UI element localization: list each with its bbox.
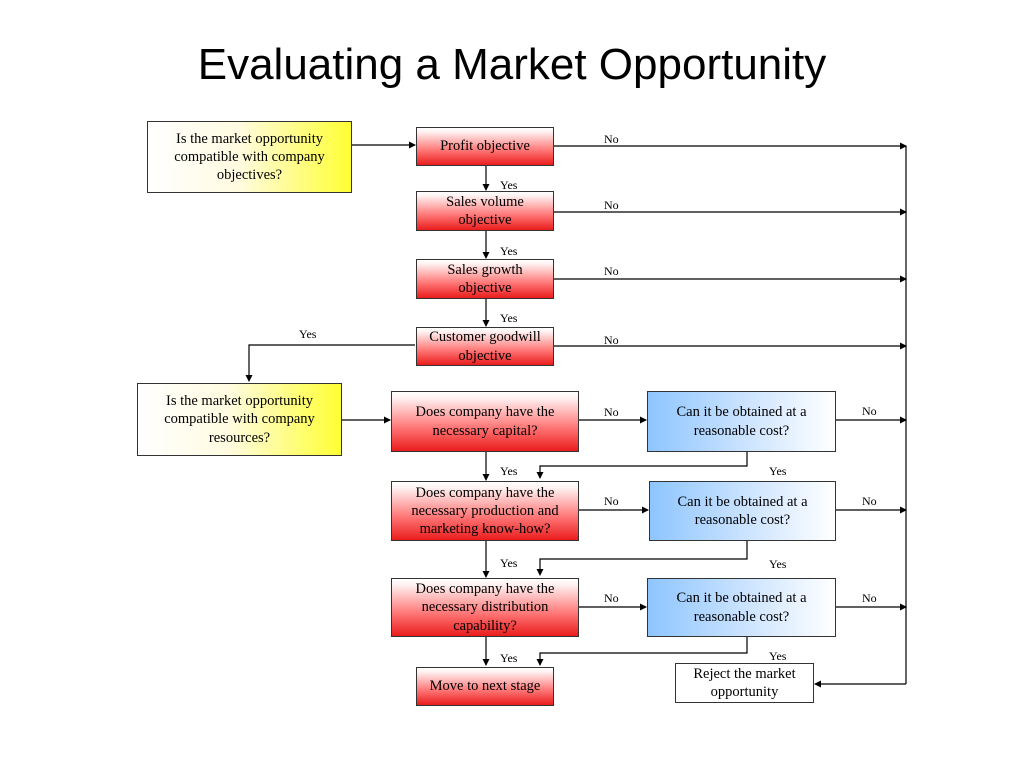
label-no-volume: No (604, 198, 619, 212)
customer-goodwill-objective-box: Customer goodwill objective (416, 327, 554, 366)
resources-question-text: Is the market opportunity compatible wit… (164, 393, 315, 446)
label-no-profit: No (604, 132, 619, 146)
reject-opportunity-text: Reject the market opportunity (693, 665, 796, 700)
profit-objective-box: Profit objective (416, 127, 554, 166)
label-yes-cost2: Yes (769, 557, 787, 571)
label-no-cost2: No (862, 494, 877, 508)
move-to-next-stage-box: Move to next stage (416, 667, 554, 706)
sales-volume-objective-box: Sales volume objective (416, 191, 554, 231)
page-title: Evaluating a Market Opportunity (197, 40, 827, 89)
label-no-cost1: No (862, 404, 877, 418)
label-yes-goodwill: Yes (299, 327, 317, 341)
sales-growth-objective-text: Sales growth objective (447, 261, 523, 296)
label-no-knowhow: No (604, 494, 619, 508)
cost-question-box-1: Can it be obtained at a reasonable cost? (647, 391, 836, 452)
sales-volume-objective-text: Sales volume objective (446, 193, 524, 228)
arrow-cost1-yes (536, 452, 748, 479)
label-no-capital: No (604, 405, 619, 419)
distribution-question-box: Does company have the necessary distribu… (391, 578, 579, 637)
label-no-growth: No (604, 264, 619, 278)
label-yes-distribution: Yes (500, 651, 518, 665)
resources-question-box: Is the market opportunity compatible wit… (137, 383, 342, 456)
label-no-distribution: No (604, 591, 619, 605)
label-no-cost3: No (862, 591, 877, 605)
move-to-next-stage-text: Move to next stage (429, 678, 541, 695)
cost-question-box-2: Can it be obtained at a reasonable cost? (649, 481, 836, 541)
reject-opportunity-box: Reject the market opportunity (675, 663, 814, 703)
cost-question-text-2: Can it be obtained at a reasonable cost? (677, 493, 808, 528)
capital-question-text: Does company have the necessary capital? (415, 404, 555, 439)
label-yes-cost1: Yes (769, 464, 787, 478)
distribution-question-text: Does company have the necessary distribu… (415, 581, 555, 634)
objectives-question-box: Is the market opportunity compatible wit… (147, 121, 352, 193)
label-yes-capital: Yes (500, 464, 518, 478)
knowhow-question-box: Does company have the necessary producti… (391, 481, 579, 541)
capital-question-box: Does company have the necessary capital? (391, 391, 579, 452)
arrow-goodwill-yes (245, 344, 415, 382)
label-yes-knowhow: Yes (500, 556, 518, 570)
objectives-question-text: Is the market opportunity compatible wit… (174, 130, 325, 184)
label-yes-growth: Yes (500, 311, 518, 325)
customer-goodwill-objective-text: Customer goodwill objective (429, 329, 541, 364)
cost-question-box-3: Can it be obtained at a reasonable cost? (647, 578, 836, 637)
label-yes-volume: Yes (500, 244, 518, 258)
cost-question-text-1: Can it be obtained at a reasonable cost? (676, 404, 807, 439)
sales-growth-objective-box: Sales growth objective (416, 259, 554, 299)
knowhow-question-text: Does company have the necessary producti… (411, 484, 559, 538)
arrow-cost2-yes (536, 541, 748, 576)
arrow-cost3-yes (536, 637, 748, 666)
label-no-goodwill: No (604, 333, 619, 347)
cost-question-text-3: Can it be obtained at a reasonable cost? (676, 590, 807, 625)
label-yes-profit: Yes (500, 178, 518, 192)
label-yes-cost3: Yes (769, 649, 787, 663)
profit-objective-text: Profit objective (440, 138, 530, 155)
